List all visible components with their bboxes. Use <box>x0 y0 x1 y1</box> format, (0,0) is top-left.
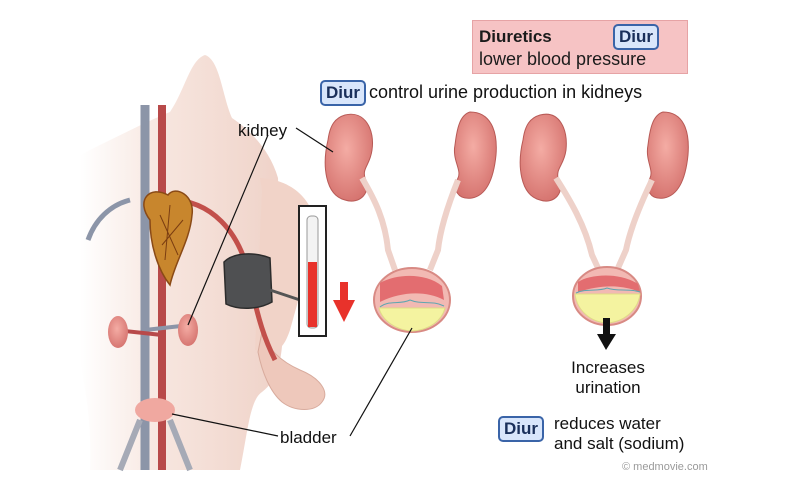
body-bladder <box>135 398 175 422</box>
bladder-leader-to-body <box>171 413 279 437</box>
human-body <box>80 55 326 472</box>
title-box: Diuretics lower blood pressure Diur <box>472 20 688 74</box>
kidney-leader-to-body <box>187 134 269 326</box>
reduce-line1: reduces water <box>554 414 661 433</box>
control-diur-badge: Diur <box>320 80 366 106</box>
bladder-before <box>373 267 451 333</box>
bladder-after <box>572 266 642 326</box>
urination-down-arrow <box>597 318 616 350</box>
pressure-down-arrow <box>333 282 355 322</box>
kidney-leader-to-organ <box>295 127 334 153</box>
pressure-gauge <box>298 205 327 337</box>
control-text: control urine production in kidneys <box>369 82 643 102</box>
title-subtitle: lower blood pressure <box>479 49 647 69</box>
increases-line1: Increases <box>571 358 645 377</box>
title-diur-badge: Diur <box>613 24 659 50</box>
body-kidney-right <box>108 316 128 348</box>
kidney-label: kidney <box>238 121 288 140</box>
copyright-notice: © medmovie.com <box>622 461 708 473</box>
increases-urination-label: Increases urination <box>548 358 668 398</box>
reduce-diur-badge: Diur <box>498 416 544 442</box>
title-main: Diuretics <box>479 27 552 46</box>
body-kidney-left <box>178 314 198 346</box>
kidney-pair-after <box>519 111 689 270</box>
bladder-label: bladder <box>280 428 337 447</box>
torso <box>80 55 283 470</box>
bladder-leader-to-organ <box>349 327 413 437</box>
kidney-pair-before <box>324 111 497 272</box>
blood-pressure-cuff <box>223 253 301 309</box>
increases-line2: urination <box>575 378 641 397</box>
hand <box>257 330 326 410</box>
gauge-level <box>308 262 317 327</box>
reduce-line2: and salt (sodium) <box>554 434 685 453</box>
